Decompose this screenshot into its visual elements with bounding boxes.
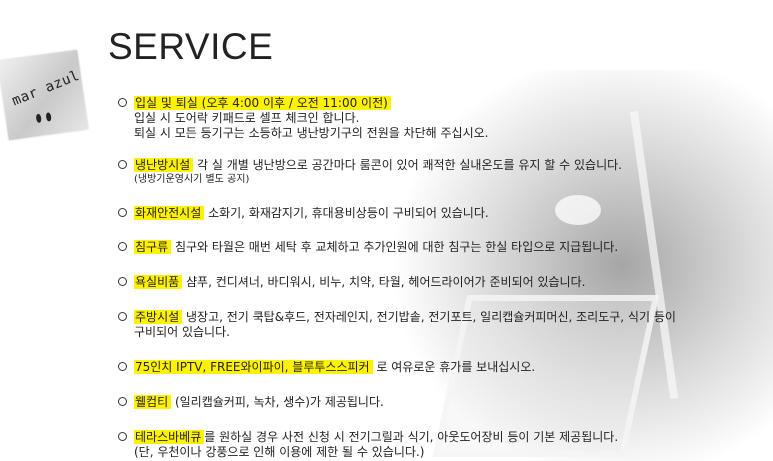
logo-text: mar azul [9,67,82,110]
service-label: 테라스바베큐 [134,430,205,444]
service-label: 냉난방시설 [134,158,194,172]
service-text: 냉장고, 전기 쿡탑&후드, 전자레인지, 전기밥솥, 전기포트, 일리캡슐커피… [182,310,676,324]
circle-bullet-icon [118,277,127,286]
service-text: 침구와 타월은 매번 세탁 후 교체하고 추가인원에 대한 침구는 한실 타입으… [171,240,619,254]
circle-bullet-icon [118,160,127,169]
service-label: 화재안전시설 [134,206,205,220]
service-label: 75인치 IPTV, FREE와이파이, 블루투스스피커 [134,360,373,374]
circle-bullet-icon [118,397,127,406]
service-label: 침구류 [134,240,172,254]
service-note: (단, 우천이나 강풍으로 인해 이용에 제한 될 수 있습니다.) [134,445,425,459]
circle-bullet-icon [118,98,127,107]
service-text: (일리캡슐커피, 녹차, 생수)가 제공됩니다. [171,395,384,409]
circle-bullet-icon [118,362,127,371]
service-label: 욕실비품 [134,275,183,289]
service-item-fire-safety: 화재안전시설 소화기, 화재감지기, 휴대용비상등이 구비되어 있습니다. [118,206,758,221]
service-item-hvac: 냉난방시설 각 실 개별 냉난방으로 공간마다 룸콘이 있어 쾌적한 실내온도를… [118,158,758,186]
circle-bullet-icon [118,312,127,321]
brand-logo: mar azul [0,49,89,141]
circle-bullet-icon [118,242,127,251]
page-title: SERVICE [108,26,274,67]
service-text: 로 여유로운 휴가를 보내십시오. [372,360,536,374]
service-text: 소화기, 화재감지기, 휴대용비상등이 구비되어 있습니다. [204,206,489,220]
circle-bullet-icon [118,432,127,441]
circle-bullet-icon [118,208,127,217]
service-item-bedding: 침구류 침구와 타월은 매번 세탁 후 교체하고 추가인원에 대한 침구는 한실… [118,240,758,255]
service-line: 입실 시 도어락 키패드로 셀프 체크인 합니다. [134,111,360,125]
service-note: (냉방기운영시기 별도 공지) [134,174,250,185]
service-label: 주방시설 [134,310,183,324]
service-label: 웰컴티 [134,395,172,409]
service-text: 를 원하실 경우 사전 신청 시 전기그릴과 식기, 아웃도어장비 등이 기본 … [204,430,619,444]
footprints-icon [35,105,57,127]
service-text: 각 실 개별 냉난방으로 공간마다 룸콘이 있어 쾌적한 실내온도를 유지 할 … [193,158,622,172]
service-line: 퇴실 시 모든 등기구는 소등하고 냉난방기구의 전원을 차단해 주십시오. [134,126,489,140]
service-item-entertainment: 75인치 IPTV, FREE와이파이, 블루투스스피커 로 여유로운 휴가를 … [118,360,758,375]
service-list: 입실 및 퇴실 (오후 4:00 이후 / 오전 11:00 이전) 입실 시 … [118,96,758,460]
service-item-kitchen: 주방시설 냉장고, 전기 쿡탑&후드, 전자레인지, 전기밥솥, 전기포트, 일… [118,310,758,340]
service-text: 샴푸, 컨디셔너, 바디워시, 비누, 치약, 타월, 헤어드라이어가 준비되어… [182,275,586,289]
service-item-bath-amenities: 욕실비품 샴푸, 컨디셔너, 바디워시, 비누, 치약, 타월, 헤어드라이어가… [118,275,758,290]
background-bathroom-photo [300,70,773,461]
service-line: 구비되어 있습니다. [134,325,230,339]
service-label: 입실 및 퇴실 (오후 4:00 이후 / 오전 11:00 이전) [134,96,391,110]
service-item-checkin: 입실 및 퇴실 (오후 4:00 이후 / 오전 11:00 이전) 입실 시 … [118,96,758,141]
service-item-welcome-tea: 웰컴티 (일리캡슐커피, 녹차, 생수)가 제공됩니다. [118,395,758,410]
photo-fixture [555,195,601,225]
